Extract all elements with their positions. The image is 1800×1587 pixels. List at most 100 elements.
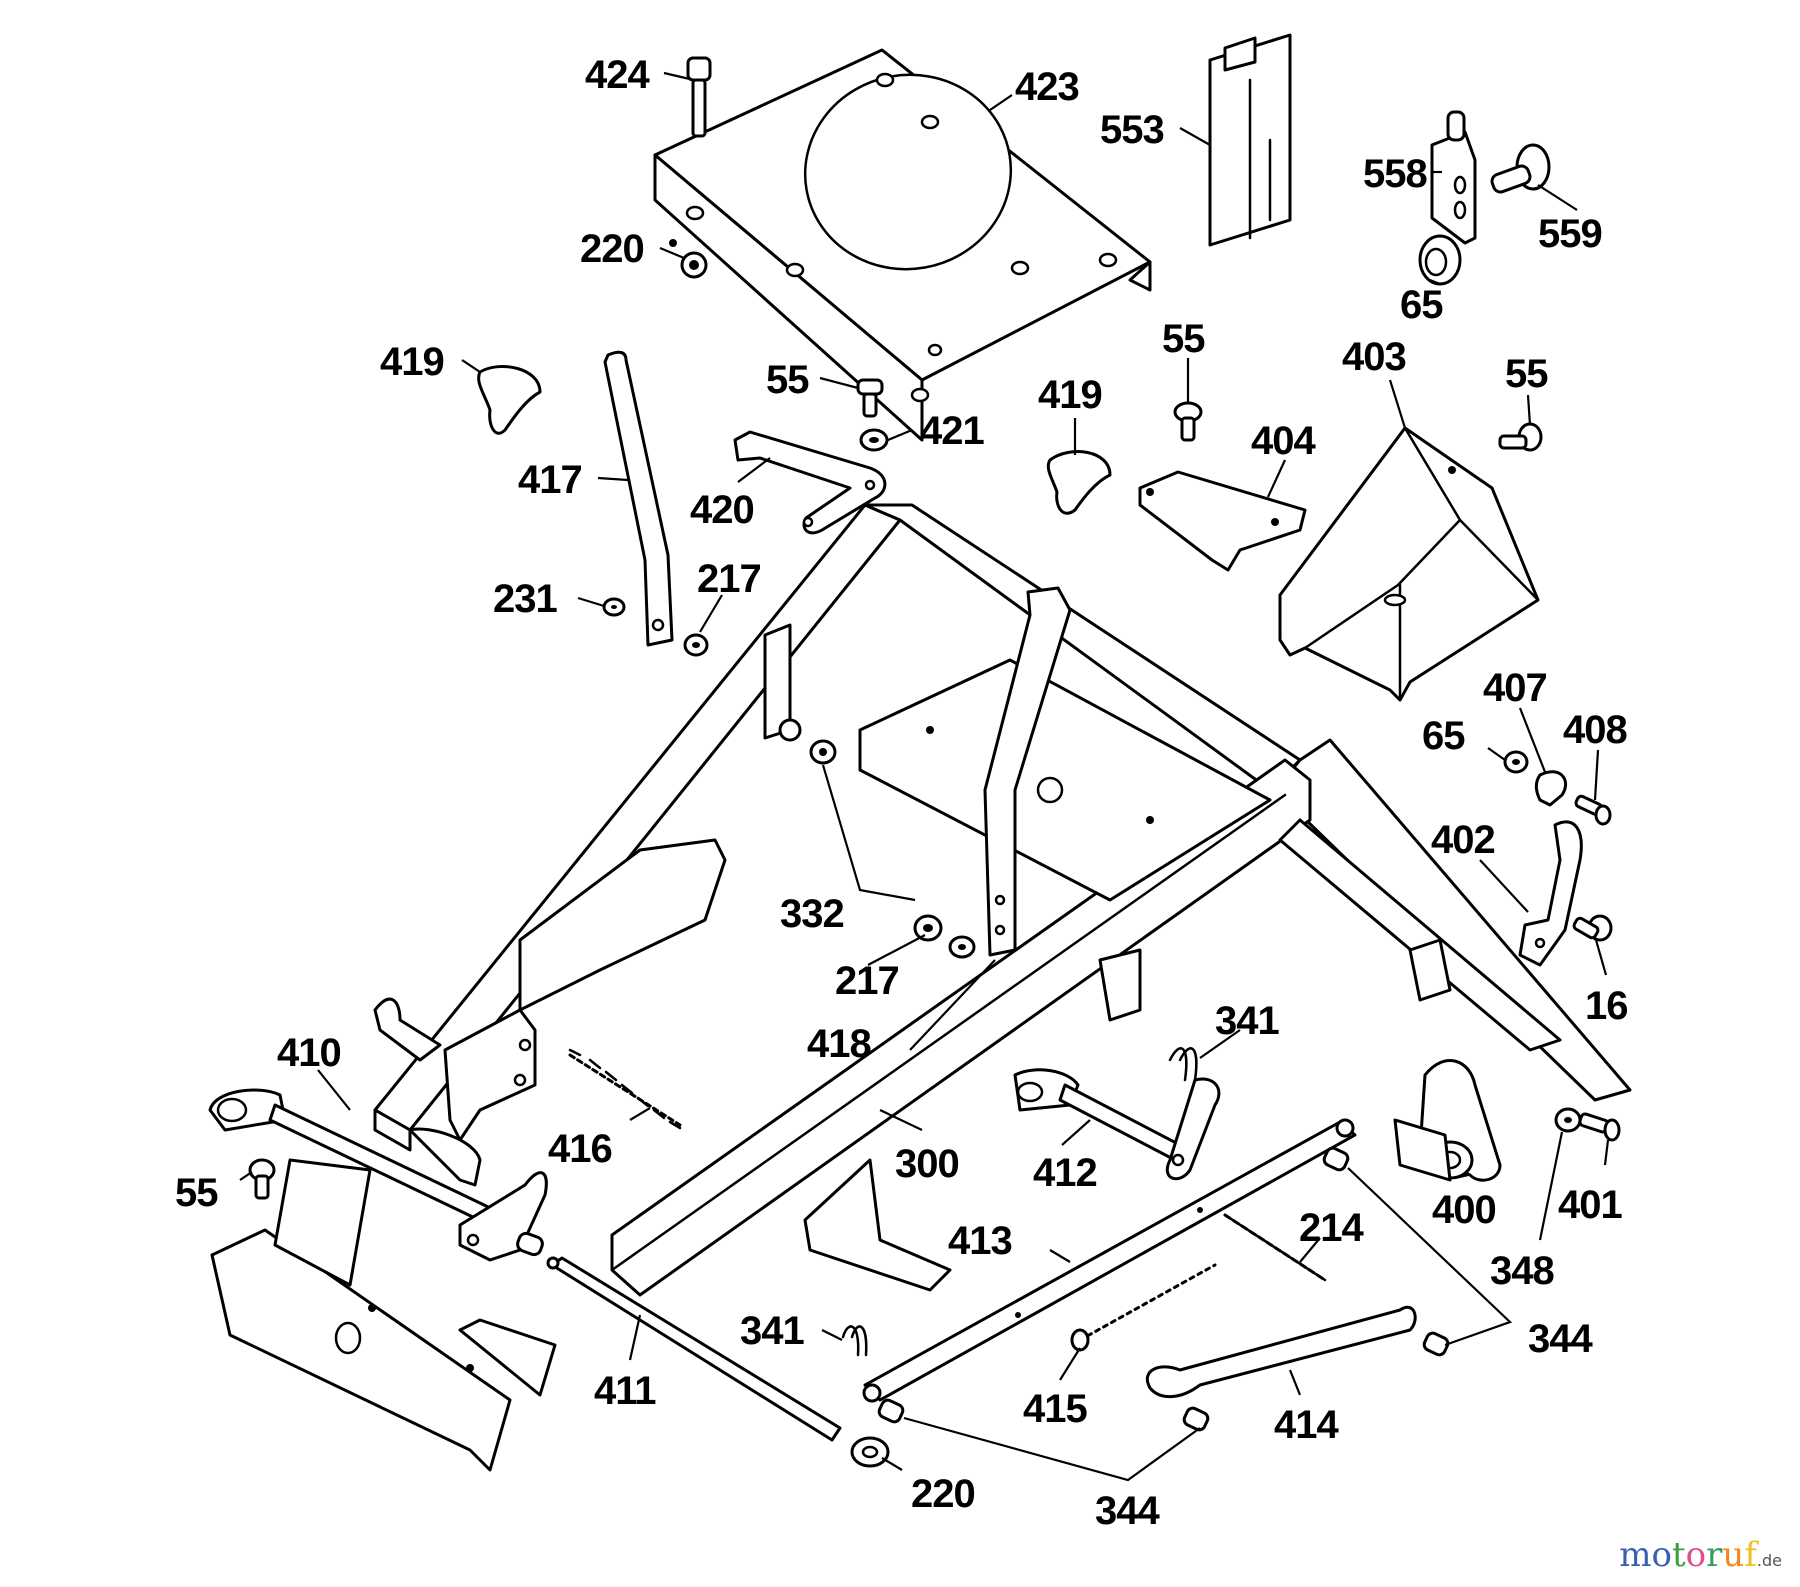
part-400-housing[interactable] — [1393, 1059, 1502, 1182]
callout-214[interactable]: 214 — [1299, 1206, 1365, 1250]
callout-55-right[interactable]: 55 — [1505, 352, 1549, 396]
callout-424[interactable]: 424 — [585, 53, 651, 97]
callout-553[interactable]: 553 — [1100, 108, 1165, 152]
part-217-washer-upper[interactable] — [683, 633, 709, 657]
part-414-link[interactable] — [1146, 1306, 1417, 1399]
part-348-washer[interactable] — [1554, 1107, 1582, 1133]
callout-411[interactable]: 411 — [594, 1369, 657, 1413]
callout-408[interactable]: 408 — [1563, 708, 1628, 752]
callout-404[interactable]: 404 — [1251, 419, 1317, 463]
part-553-bracket[interactable] — [1208, 33, 1292, 247]
part-415-spring[interactable] — [1070, 1263, 1217, 1352]
callout-344-bottom[interactable]: 344 — [1095, 1489, 1161, 1533]
callout-418[interactable]: 418 — [807, 1022, 872, 1066]
part-341-clip-upper[interactable] — [1168, 1047, 1198, 1082]
callout-217-lower[interactable]: 217 — [835, 959, 900, 1003]
part-55-bolt-right[interactable] — [1498, 422, 1543, 452]
part-bolt-small[interactable] — [778, 718, 802, 742]
callout-400[interactable]: 400 — [1432, 1188, 1497, 1232]
part-424-bolt[interactable] — [686, 56, 712, 138]
part-344-pin-c[interactable] — [877, 1398, 905, 1424]
part-344-pin-a[interactable] — [1322, 1146, 1350, 1172]
callout-415[interactable]: 415 — [1023, 1387, 1088, 1431]
part-55-bolt-upper[interactable] — [856, 378, 884, 418]
part-417-rod[interactable] — [603, 350, 674, 647]
part-55-bolt-left[interactable] — [248, 1158, 276, 1200]
part-55-bolt-mid[interactable] — [1173, 401, 1203, 442]
leader-lines — [239, 71, 1610, 1482]
callout-55-left[interactable]: 55 — [175, 1171, 219, 1215]
callout-558[interactable]: 558 — [1363, 152, 1428, 196]
callout-423[interactable]: 423 — [1015, 65, 1080, 109]
callout-16[interactable]: 16 — [1585, 984, 1629, 1028]
part-332-nut-upper[interactable] — [809, 739, 837, 765]
part-559-pin[interactable] — [1490, 143, 1551, 194]
part-419-knob-right[interactable] — [1046, 450, 1112, 515]
part-65-nut-top[interactable] — [1418, 234, 1462, 286]
callout-401[interactable]: 401 — [1558, 1183, 1623, 1227]
part-341-clip-lower[interactable] — [841, 1325, 868, 1357]
part-423-engine-plate[interactable] — [653, 48, 1152, 442]
callout-412[interactable]: 412 — [1033, 1151, 1098, 1195]
part-407-clip[interactable] — [1534, 770, 1568, 807]
logo-letter: o — [1651, 1535, 1672, 1575]
callout-65-top[interactable]: 65 — [1400, 283, 1444, 327]
part-421-nut[interactable] — [859, 428, 889, 452]
callout-414[interactable]: 414 — [1274, 1403, 1340, 1447]
part-front-left-bracket[interactable] — [210, 1158, 557, 1472]
callout-421[interactable]: 421 — [920, 409, 985, 453]
callout-332[interactable]: 332 — [780, 892, 845, 936]
callout-341-lower[interactable]: 341 — [740, 1309, 805, 1353]
part-332-nut-lower[interactable] — [913, 914, 943, 942]
callout-220-bottom[interactable]: 220 — [911, 1472, 976, 1516]
callout-344-right[interactable]: 344 — [1528, 1317, 1594, 1361]
callout-300[interactable]: 300 — [895, 1142, 960, 1186]
callout-55-mid[interactable]: 55 — [1162, 317, 1206, 361]
part-16-bolt[interactable] — [1572, 914, 1613, 942]
part-402-bracket[interactable] — [1518, 820, 1583, 967]
callout-410[interactable]: 410 — [277, 1031, 342, 1075]
part-300-main-frame[interactable] — [373, 503, 1632, 1297]
callout-55-upper[interactable]: 55 — [766, 358, 810, 402]
callout-217-upper[interactable]: 217 — [697, 557, 762, 601]
part-413-link-bar[interactable] — [862, 1118, 1357, 1403]
callout-559[interactable]: 559 — [1538, 212, 1603, 256]
callout-419-left[interactable]: 419 — [380, 340, 445, 384]
part-408-bolt[interactable] — [1574, 794, 1612, 826]
part-420-lever-plate[interactable] — [733, 430, 887, 535]
callout-65-right[interactable]: 65 — [1422, 714, 1466, 758]
part-344-pin-d[interactable] — [1182, 1406, 1210, 1432]
part-410-shaft[interactable] — [208, 1088, 548, 1262]
callout-231[interactable]: 231 — [493, 577, 558, 621]
part-217-washer-lower[interactable] — [948, 935, 976, 959]
part-412-pivot-shaft[interactable] — [1013, 1068, 1221, 1181]
callout-403[interactable]: 403 — [1342, 335, 1407, 379]
part-401-bolt[interactable] — [1578, 1112, 1621, 1142]
part-231-washer[interactable] — [602, 597, 626, 617]
callout-419-right[interactable]: 419 — [1038, 373, 1103, 417]
logo-letter: o — [1685, 1535, 1707, 1575]
part-411-rod[interactable] — [546, 1256, 842, 1442]
part-403-seat-bracket[interactable] — [1278, 426, 1540, 702]
callout-220-top[interactable]: 220 — [580, 227, 645, 271]
part-344-pin-b[interactable] — [1422, 1331, 1450, 1357]
part-214-spring[interactable] — [1223, 1213, 1327, 1282]
part-65-nut-right[interactable] — [1503, 750, 1529, 774]
callout-420[interactable]: 420 — [690, 488, 755, 532]
callout-416[interactable]: 416 — [548, 1127, 613, 1171]
part-220-washer-bottom[interactable] — [850, 1436, 890, 1468]
callout-413[interactable]: 413 — [948, 1219, 1013, 1263]
part-416-spring[interactable] — [568, 1048, 682, 1130]
part-558-hinge-block[interactable] — [1430, 110, 1477, 245]
part-404-cover[interactable] — [1138, 470, 1307, 572]
callout-348[interactable]: 348 — [1490, 1249, 1555, 1293]
callout-407[interactable]: 407 — [1483, 666, 1548, 710]
part-418-lever[interactable] — [983, 586, 1072, 957]
callout-341-upper[interactable]: 341 — [1215, 999, 1280, 1043]
part-419-knob-left[interactable] — [477, 364, 542, 435]
callout-417[interactable]: 417 — [518, 458, 583, 502]
part-220-nut-top[interactable] — [680, 251, 708, 279]
callout-402[interactable]: 402 — [1431, 818, 1496, 862]
part-left-fender[interactable] — [373, 838, 727, 1187]
